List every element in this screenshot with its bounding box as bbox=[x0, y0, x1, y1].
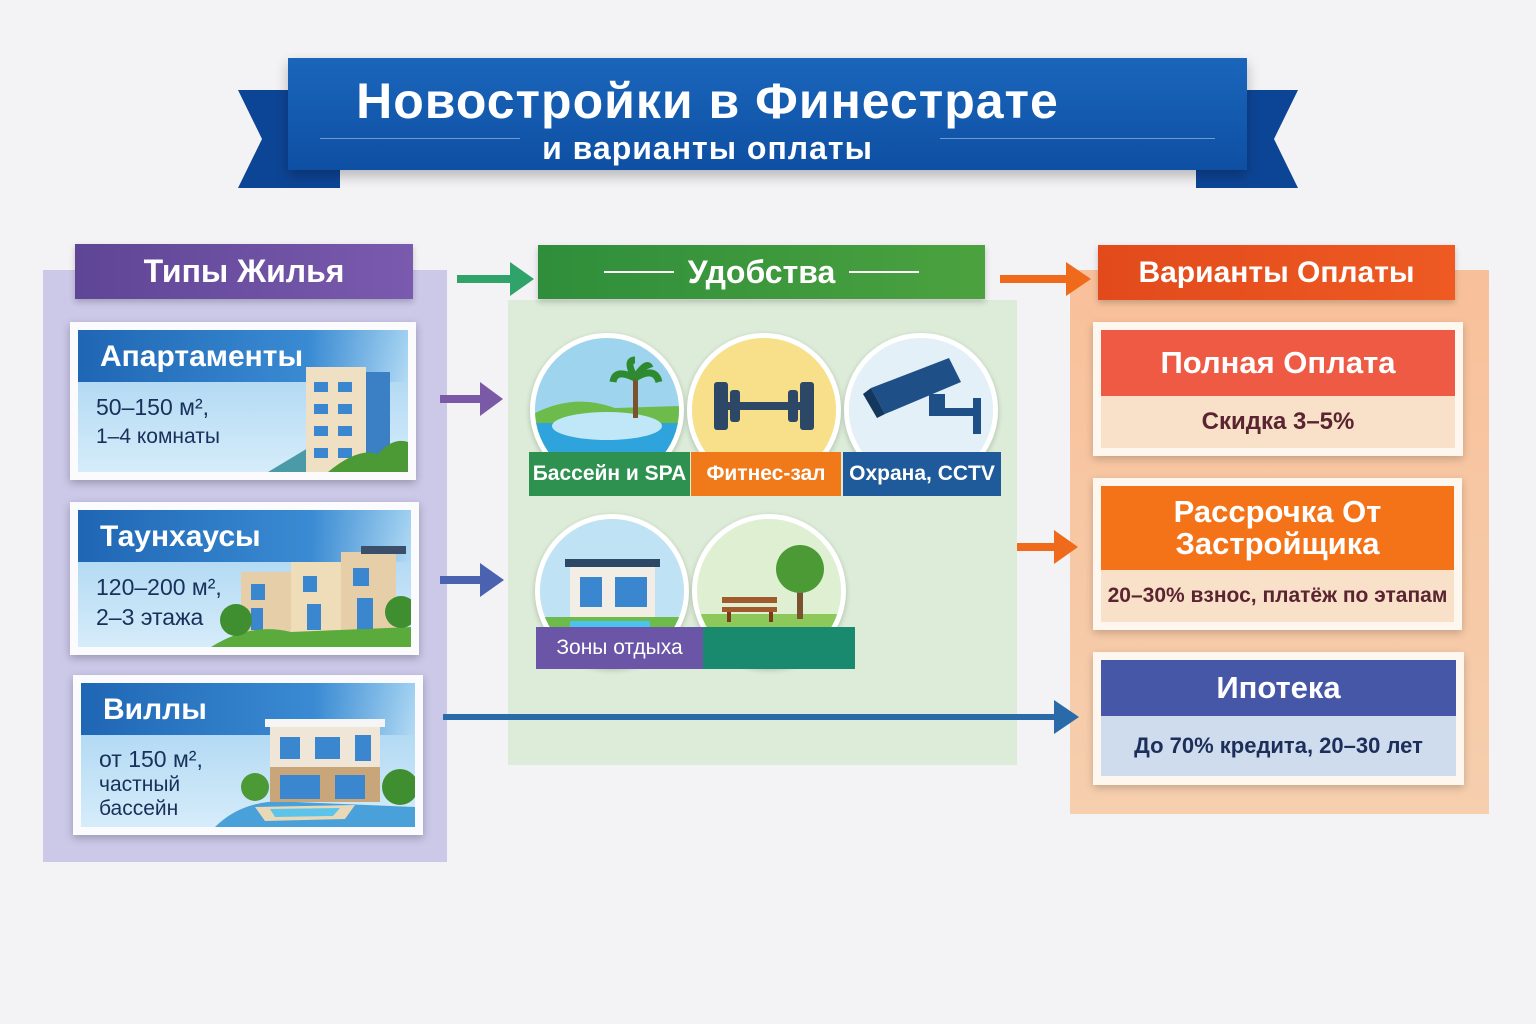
page-subtitle: и варианты оплаты bbox=[542, 130, 873, 166]
title-banner: Новостройки в Финестрате и варианты опла… bbox=[288, 58, 1247, 170]
payment-card-mortgage[interactable]: Ипотека До 70% кредита, 20–30 лет bbox=[1093, 652, 1464, 785]
type-card-apartments[interactable]: Апартаменты 50–150 м²,1–4 комнаты bbox=[70, 322, 416, 480]
payment-title: Полная Оплата bbox=[1101, 330, 1455, 396]
townhouse-icon bbox=[211, 546, 411, 647]
amenities-header: Удобства bbox=[538, 245, 985, 299]
amenities-header-label: Удобства bbox=[687, 253, 836, 290]
arrow-apartments bbox=[440, 382, 503, 416]
payment-title: Рассрочка От Застройщика bbox=[1101, 486, 1454, 570]
type-desc: 50–150 м²,1–4 комнаты bbox=[96, 394, 220, 448]
amenity-label-security: Охрана, CCTV bbox=[843, 452, 1001, 496]
payment-desc: Скидка 3–5% bbox=[1101, 396, 1455, 448]
title-rule-right bbox=[940, 138, 1215, 139]
payment-card-full[interactable]: Полная Оплата Скидка 3–5% bbox=[1093, 322, 1463, 456]
arrow-installment bbox=[1017, 530, 1078, 564]
title-rule-left bbox=[320, 138, 520, 139]
payment-card-installment[interactable]: Рассрочка От Застройщика 20–30% взнос, п… bbox=[1093, 478, 1462, 630]
header-rule bbox=[849, 271, 920, 273]
payment-desc: 20–30% взнос, платёж по этапам bbox=[1101, 570, 1454, 622]
payment-title: Ипотека bbox=[1101, 660, 1456, 716]
payment-desc: До 70% кредита, 20–30 лет bbox=[1101, 716, 1456, 776]
payments-header: Варианты Оплаты bbox=[1098, 245, 1455, 300]
type-desc: 120–200 м²,2–3 этажа bbox=[96, 574, 222, 630]
villa-icon bbox=[215, 719, 415, 827]
types-header: Типы Жилья bbox=[75, 244, 413, 299]
amenity-label-pool: Бассейн и SPA bbox=[529, 452, 690, 496]
page-title: Новостройки в Финестрате bbox=[356, 73, 1059, 129]
amenity-label-leisure: Зоны отдыха bbox=[536, 627, 703, 669]
arrow-types-to-amenities bbox=[457, 262, 534, 296]
type-card-townhouses[interactable]: Таунхаусы 120–200 м²,2–3 этажа bbox=[70, 502, 419, 655]
amenity-label-park bbox=[703, 627, 855, 669]
header-rule bbox=[603, 271, 674, 273]
apartment-building-icon bbox=[268, 367, 408, 472]
arrow-townhouses bbox=[440, 563, 504, 597]
amenity-label-fitness: Фитнес-зал bbox=[691, 452, 841, 496]
